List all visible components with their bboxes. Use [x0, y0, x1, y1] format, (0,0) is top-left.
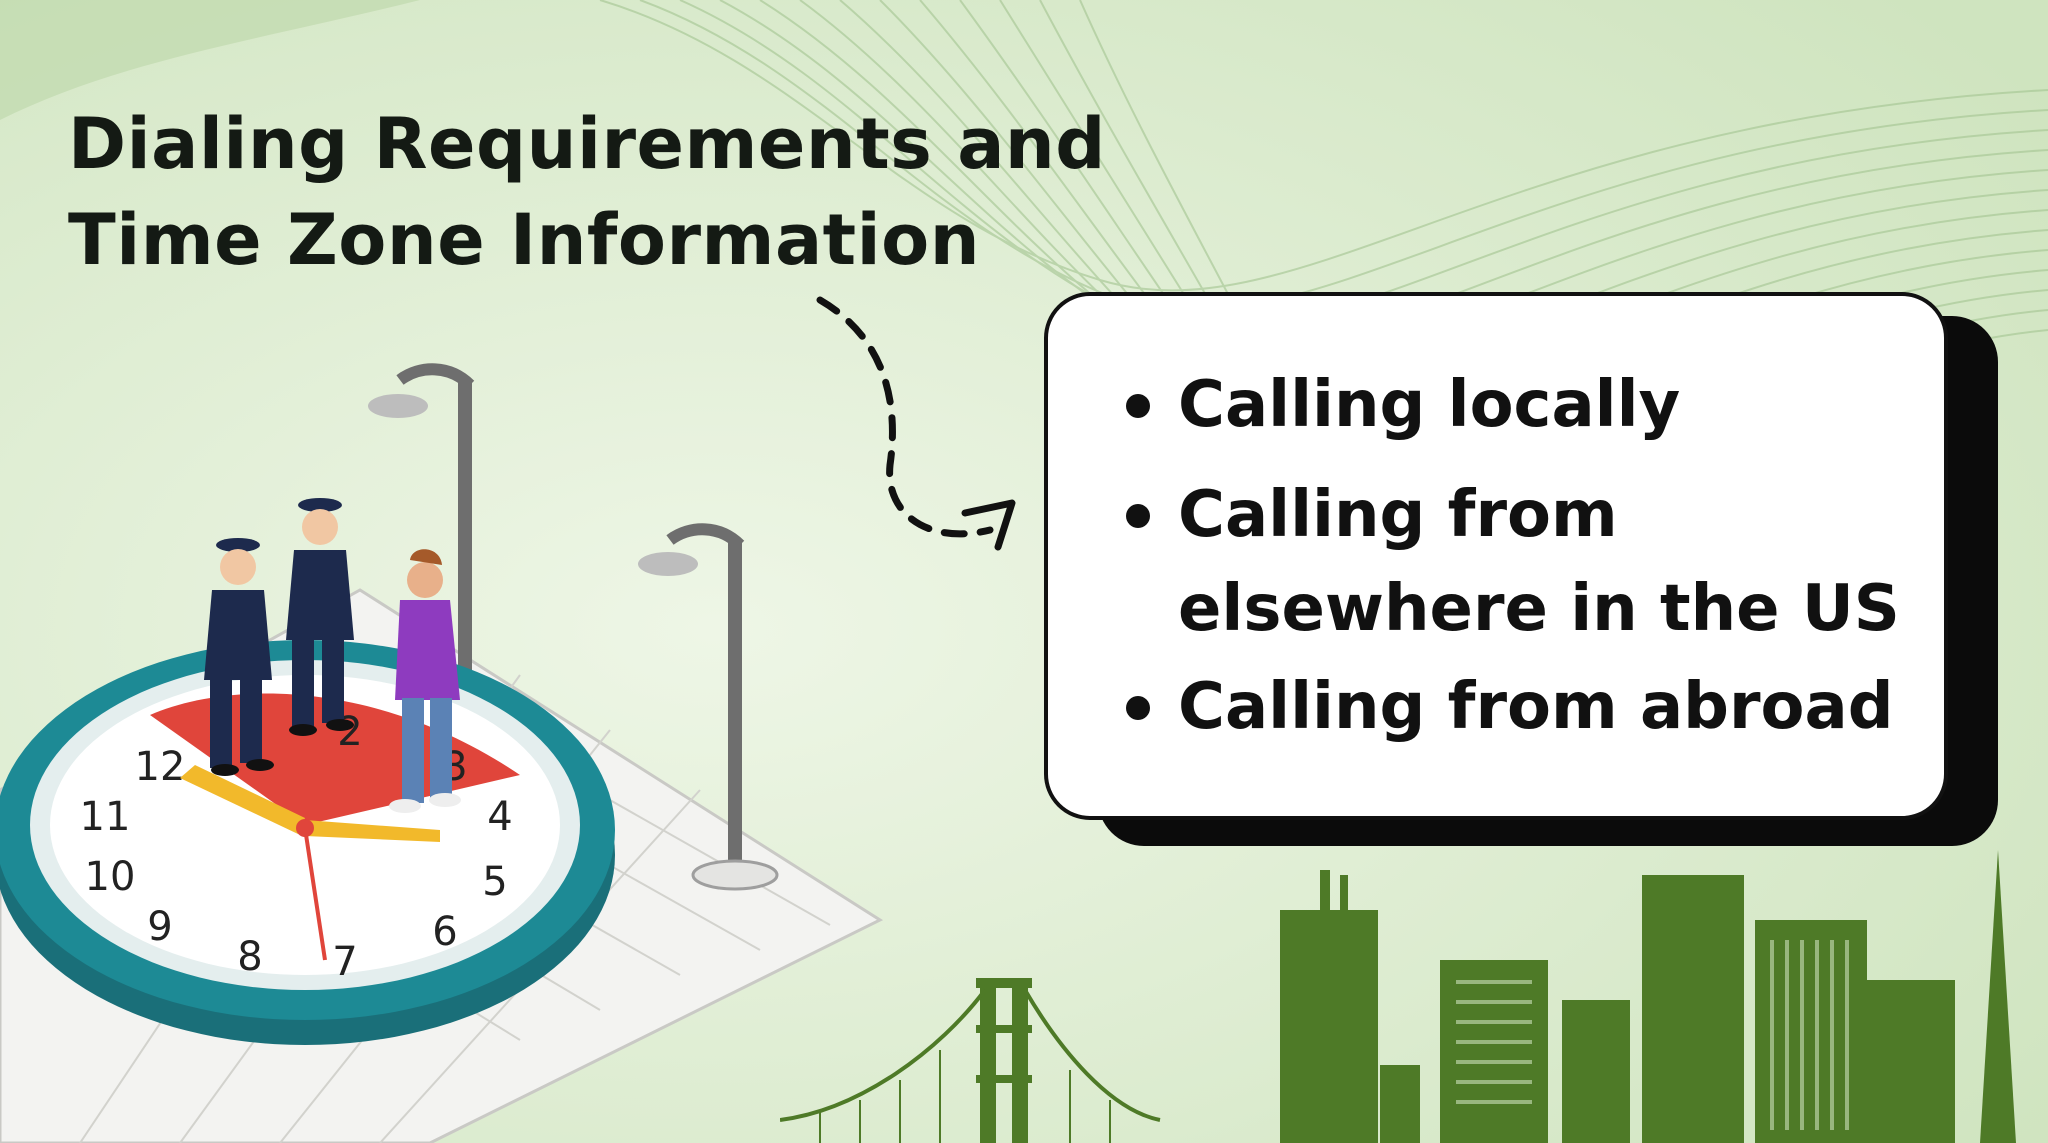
building — [1440, 960, 1548, 1143]
numeral-8: 8 — [237, 934, 262, 980]
bullet-calling-elsewhere: Calling from elsewhere in the US — [1118, 468, 1968, 656]
numeral-9: 9 — [147, 904, 172, 950]
bullet-calling-locally: Calling locally — [1118, 358, 1968, 452]
police-officer-figure — [286, 498, 354, 736]
title-line-2: Time Zone Information — [68, 199, 981, 281]
numeral-11: 11 — [80, 794, 131, 840]
title-line-1: Dialing Requirements and — [68, 103, 1106, 185]
bullet-calling-abroad: Calling from abroad — [1118, 660, 1968, 754]
street-lamp-icon — [638, 523, 779, 891]
numeral-6: 6 — [432, 909, 457, 955]
numeral-4: 4 — [487, 794, 512, 840]
clock-hour-hand — [180, 765, 305, 834]
clock-minute-hand — [305, 820, 440, 842]
bridge-icon — [780, 978, 1161, 1143]
person-figure — [389, 549, 461, 813]
street-lamp-icon — [368, 363, 475, 700]
numeral-12: 12 — [135, 744, 186, 790]
numeral-5: 5 — [482, 859, 507, 905]
transamerica-tower — [1980, 850, 2016, 1143]
building — [1642, 875, 1744, 1143]
building — [1865, 980, 1955, 1143]
city-skyline — [780, 850, 2016, 1143]
numeral-7: 7 — [332, 939, 357, 985]
info-card: Calling locally Calling from elsewhere i… — [1044, 292, 1948, 820]
building — [1380, 1065, 1420, 1143]
building — [1562, 1000, 1630, 1143]
clock-illustration: 12 1 2 3 4 5 6 7 8 9 10 11 — [0, 363, 884, 1143]
bullet-list: Calling locally Calling from elsewhere i… — [1118, 358, 1968, 770]
clock-second-hand — [303, 827, 327, 961]
page-title: Dialing Requirements and Time Zone Infor… — [68, 96, 1106, 288]
dashed-arrow-icon — [816, 296, 1016, 551]
police-officer-figure — [204, 538, 274, 776]
numeral-10: 10 — [85, 854, 136, 900]
clock-numerals: 12 1 2 3 4 5 6 7 8 9 10 11 — [80, 704, 513, 985]
building — [1280, 910, 1378, 1143]
